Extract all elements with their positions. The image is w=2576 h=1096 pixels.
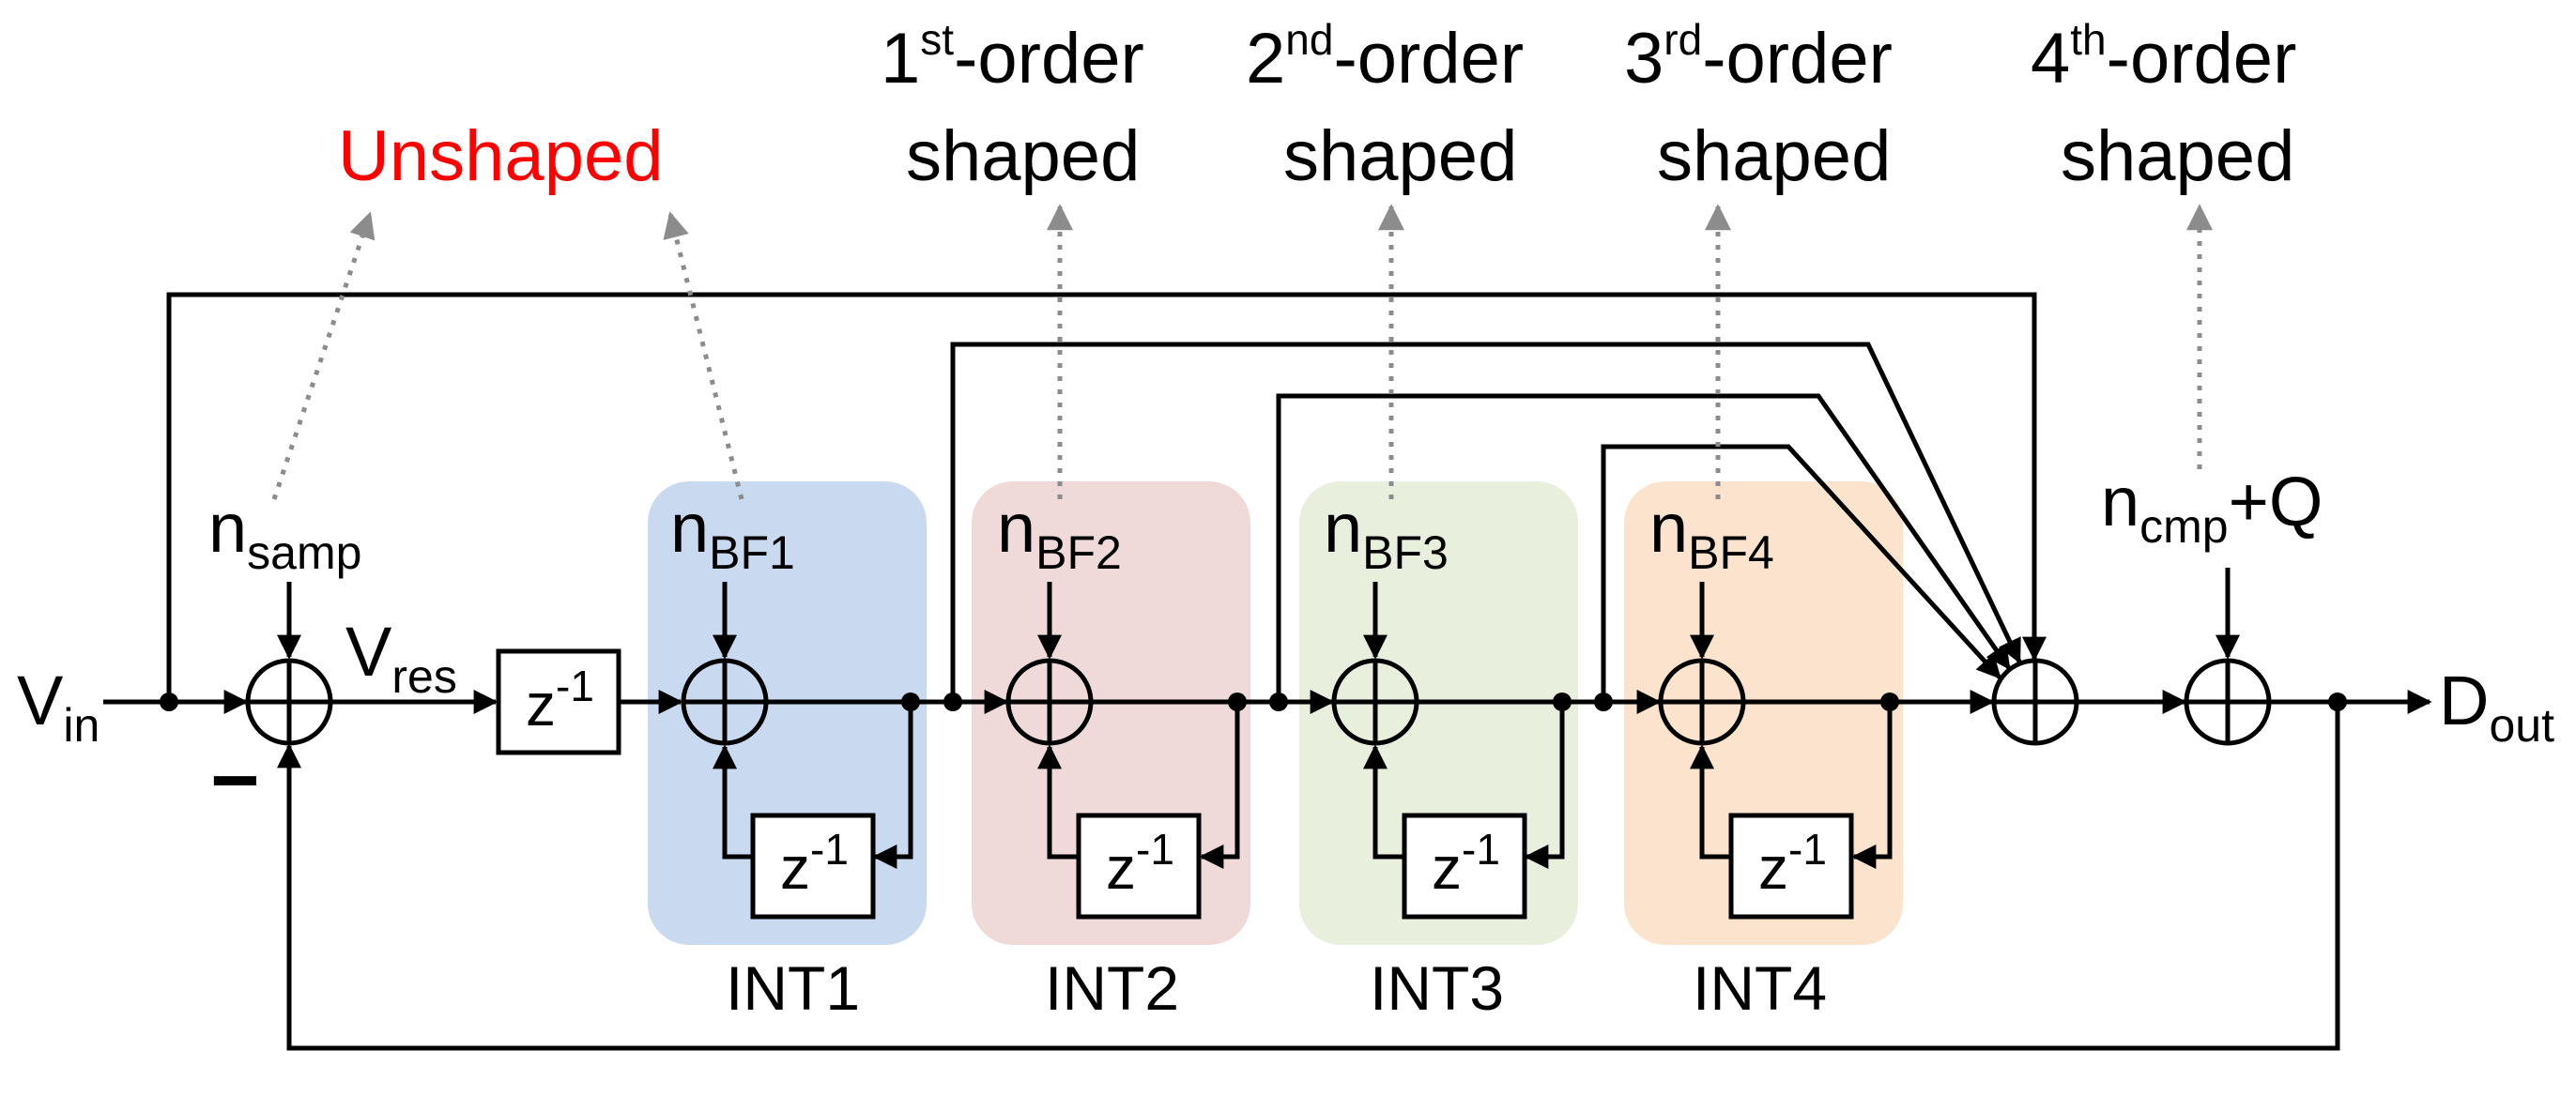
svg-text:1st-order: 1st-order [881, 15, 1144, 99]
first-order-label: 1st-order shaped [881, 15, 1144, 196]
fourth-order-label: 4th-order shaped [2031, 15, 2296, 196]
feedforward-int2-wire [1276, 393, 2012, 702]
int4-loop-wire [1851, 702, 1893, 869]
int3-loop-wire [1524, 702, 1565, 869]
svg-text:z-1: z-1 [1432, 825, 1500, 902]
feedforward-vin-wire [166, 292, 2047, 702]
svg-text:shaped: shaped [1283, 116, 1517, 196]
int2-delay-block: z-1 [1076, 813, 1202, 920]
svg-text:4th-order: 4th-order [2031, 15, 2296, 99]
int2-loop-return-wire [1037, 744, 1077, 860]
svg-text:z-1: z-1 [526, 662, 594, 738]
int2-ff-dot [1269, 693, 1288, 711]
int1-label: INT1 [726, 953, 860, 1023]
feedforward-int3-wire [1601, 444, 2001, 702]
int4-out-dot [1880, 693, 1899, 711]
int4-loop-return-wire [1690, 744, 1729, 860]
n-cmp-label: ncmp+Q [2101, 463, 2323, 553]
int4-label: INT4 [1693, 953, 1827, 1023]
int3-ff-dot [1594, 693, 1613, 711]
int1-out-dot [901, 693, 920, 711]
int3-loop-return-wire [1363, 744, 1403, 860]
svg-text:z-1: z-1 [1758, 825, 1827, 902]
int3-summer [1331, 658, 1419, 746]
n-bf4-label: nBF4 [1649, 489, 1774, 579]
svg-text:2nd-order: 2nd-order [1246, 15, 1524, 99]
svg-text:z-1: z-1 [780, 825, 849, 902]
int2-out-dot [1228, 693, 1247, 711]
feedforward-int1-wire [950, 342, 2022, 702]
int4-delay-block: z-1 [1728, 813, 1854, 920]
third-order-label: 3rd-order shaped [1624, 15, 1893, 196]
int3-out-dot [1553, 693, 1572, 711]
int1-ff-dot [943, 693, 962, 711]
dout-label: Dout [2439, 662, 2554, 752]
int1-loop-return-wire [713, 744, 751, 860]
quantizer-summer [2184, 658, 2272, 746]
vin-junction-dot [160, 693, 178, 711]
dout-junction-dot [2328, 693, 2347, 711]
int2-loop-wire [1199, 702, 1240, 869]
second-order-label: 2nd-order shaped [1246, 15, 1524, 196]
n-bf1-label: nBF1 [670, 489, 795, 579]
int4-summer [1658, 658, 1746, 746]
n-samp-dashed-arrow [271, 211, 376, 500]
n-bf3-label: nBF3 [1324, 489, 1449, 579]
int2-summer [1005, 658, 1094, 746]
int3-label: INT3 [1370, 953, 1504, 1023]
svg-text:z-1: z-1 [1106, 825, 1174, 902]
vin-label: Vin [17, 662, 100, 752]
int3-delay-block: z-1 [1402, 813, 1527, 920]
int1-summer [681, 658, 769, 746]
int1-loop-wire [872, 702, 913, 869]
svg-text:3rd-order: 3rd-order [1624, 15, 1893, 99]
n-samp-label: nsamp [208, 489, 361, 579]
minus-sign: − [210, 734, 260, 828]
vres-label: Vres [345, 613, 457, 703]
n-bf2-label: nBF2 [997, 489, 1122, 579]
feedback-wire [277, 702, 2340, 1051]
n-bf1-dashed-arrow [663, 211, 744, 500]
svg-text:shaped: shaped [2061, 116, 2294, 196]
output-summer [1991, 658, 2079, 746]
svg-text:shaped: shaped [1657, 116, 1891, 196]
svg-text:shaped: shaped [906, 116, 1140, 196]
input-delay-block: z-1 [496, 648, 621, 755]
unshaped-label: Unshaped [338, 116, 664, 196]
input-summer [245, 658, 333, 746]
int2-label: INT2 [1045, 953, 1179, 1023]
int1-delay-block: z-1 [750, 813, 876, 920]
